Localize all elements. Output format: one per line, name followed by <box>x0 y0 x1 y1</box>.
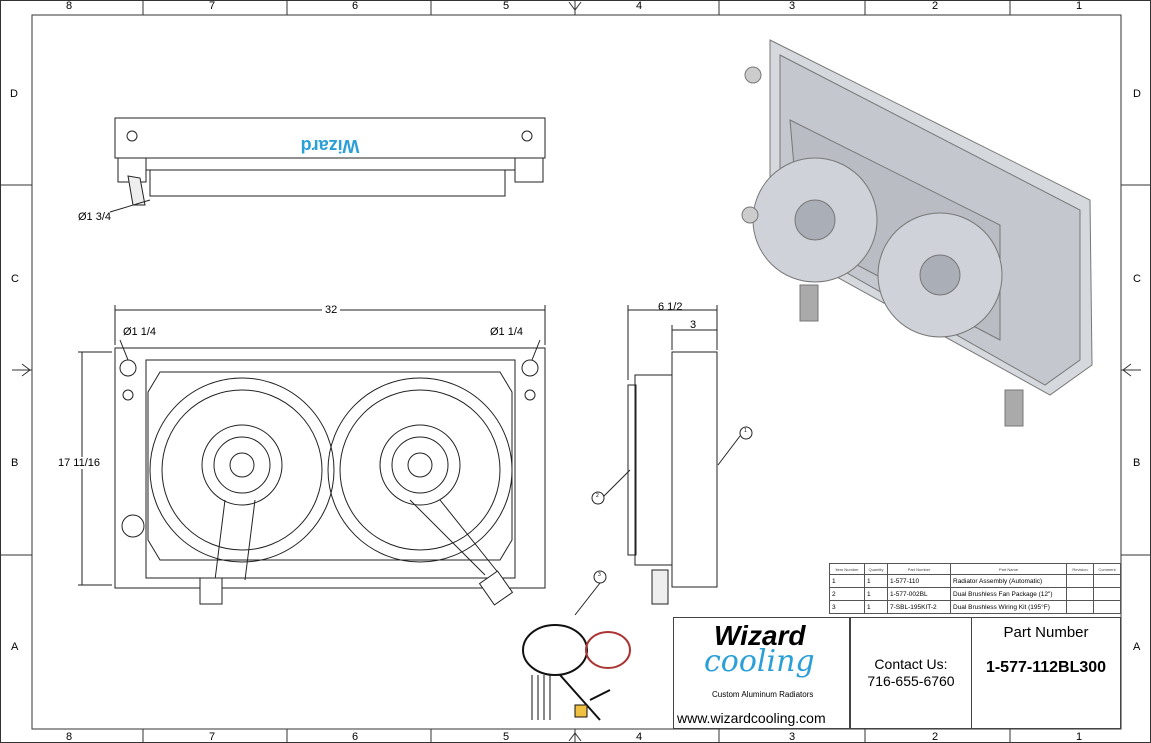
zone-row-c: C <box>11 273 19 285</box>
bom-revision <box>1066 574 1094 588</box>
bom-revision <box>1066 587 1094 601</box>
zone-col-3: 3 <box>789 0 796 12</box>
top-view-logo: Wizard <box>301 136 360 156</box>
bom-part-name: Dual Brushless Fan Package (12") <box>950 587 1067 601</box>
dim-height: 17 11/16 <box>58 457 101 469</box>
zone-col-4: 4 <box>636 0 643 12</box>
contact-phone: 716-655-6760 <box>867 673 955 689</box>
zone-col-5-bottom: 5 <box>503 731 510 743</box>
bom-header-comment: Comment <box>1093 563 1121 575</box>
balloon-3: 3 <box>598 572 601 578</box>
part-number-label: Part Number <box>1003 624 1089 641</box>
title-block-logo: Wizard cooling Custom Aluminum Radiators… <box>673 617 850 729</box>
bom-part-number: 7-SBL-195KIT-2 <box>887 600 951 614</box>
bom-header-item: Item Number <box>829 563 865 575</box>
wiring-kit <box>522 624 631 721</box>
bom-qty: 1 <box>864 574 888 588</box>
bom-header-revision: Revision <box>1066 563 1094 575</box>
zone-col-5: 5 <box>503 0 510 12</box>
bom-header-qty: Quantity <box>864 563 888 575</box>
zone-col-1-bottom: 1 <box>1076 731 1083 743</box>
bom-header-part-name: Part Name <box>950 563 1067 575</box>
zone-col-2-bottom: 2 <box>932 731 939 743</box>
zone-col-1: 1 <box>1076 0 1083 12</box>
zone-col-6-bottom: 6 <box>352 731 359 743</box>
dim-depth-total: 6 1/2 <box>658 301 683 313</box>
bom-header-part-number: Part Number <box>887 563 951 575</box>
bom-comment <box>1093 600 1121 614</box>
dim-port-right: Ø1 1/4 <box>490 326 524 338</box>
bom-item: 3 <box>829 600 865 614</box>
side-view <box>574 305 753 616</box>
zone-row-a: A <box>11 641 19 653</box>
bom-part-number: 1-577-110 <box>887 574 951 588</box>
isometric-view <box>741 39 1093 427</box>
bill-of-materials: Item Number Quantity Part Number Part Na… <box>829 563 1121 614</box>
zone-col-8: 8 <box>66 0 73 12</box>
bom-revision <box>1066 600 1094 614</box>
logo-cooling: cooling <box>704 644 815 679</box>
top-view <box>109 117 546 213</box>
dim-port-left: Ø1 1/4 <box>123 326 157 338</box>
bom-item: 2 <box>829 587 865 601</box>
title-block-contact: Contact Us: 716-655-6760 <box>850 617 972 729</box>
bom-item: 1 <box>829 574 865 588</box>
zone-row-b-right: B <box>1133 457 1141 469</box>
logo-tagline: Custom Aluminum Radiators <box>712 690 814 699</box>
balloon-2: 2 <box>596 493 599 499</box>
zone-col-2: 2 <box>932 0 939 12</box>
zone-row-c-right: C <box>1133 273 1141 285</box>
title-block-part-number: Part Number 1-577-112BL300 <box>971 617 1121 729</box>
zone-row-d: D <box>10 88 18 100</box>
bom-qty: 1 <box>864 587 888 601</box>
bom-comment <box>1093 587 1121 601</box>
dim-inlet-diameter: Ø1 3/4 <box>78 211 112 223</box>
bom-part-number: 1-577-002BL <box>887 587 951 601</box>
bom-part-name: Radiator Assembly (Automatic) <box>950 574 1067 588</box>
zone-col-8-bottom: 8 <box>66 731 73 743</box>
zone-col-3-bottom: 3 <box>789 731 796 743</box>
dim-width: 32 <box>322 304 341 316</box>
bom-comment <box>1093 574 1121 588</box>
bom-qty: 1 <box>864 600 888 614</box>
zone-row-d-right: D <box>1133 88 1141 100</box>
contact-label: Contact Us: <box>874 656 948 672</box>
website: www.wizardcooling.com <box>677 710 826 726</box>
front-view <box>78 305 546 606</box>
zone-col-7-bottom: 7 <box>209 731 216 743</box>
bom-part-name: Dual Brushless Wiring Kit (195°F) <box>950 600 1067 614</box>
balloon-1: 1 <box>744 428 747 434</box>
part-number-value: 1-577-112BL300 <box>985 659 1107 676</box>
zone-row-b: B <box>11 457 19 469</box>
logo-wizard: Wizard <box>714 620 806 651</box>
dim-depth-core: 3 <box>690 319 697 331</box>
zone-col-7: 7 <box>209 0 216 12</box>
zone-col-6: 6 <box>352 0 359 12</box>
zone-row-a-right: A <box>1133 641 1141 653</box>
zone-col-4-bottom: 4 <box>636 731 643 743</box>
